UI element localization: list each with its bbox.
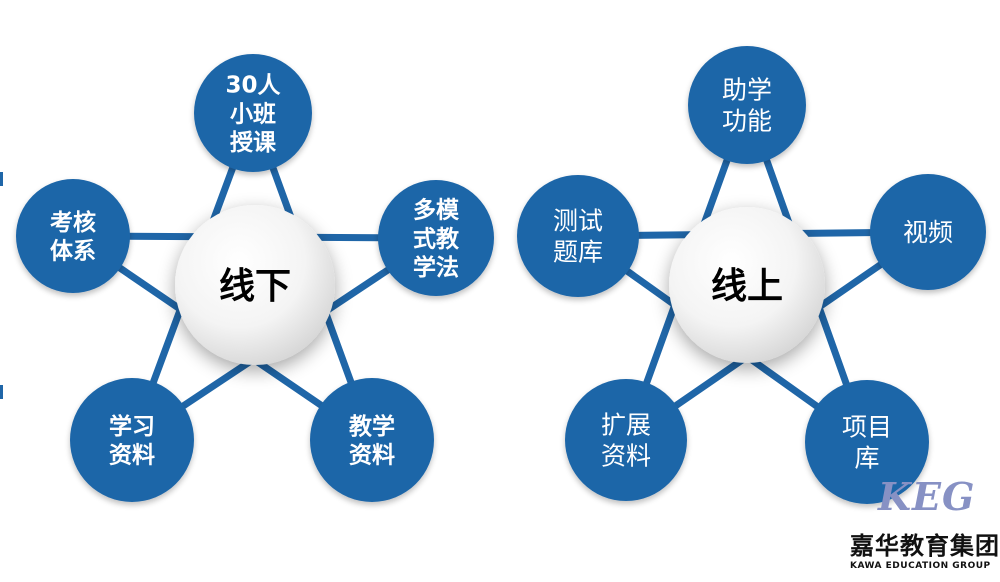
center-label: 线上 [711, 266, 783, 307]
node-circle [70, 378, 194, 502]
node-label: 资料 [349, 443, 395, 469]
node-label: 测试 [553, 206, 603, 235]
node-label: 助学 [722, 75, 772, 104]
node-label: 资料 [109, 443, 155, 469]
node-label: 库 [854, 444, 879, 473]
online-node-1: 视频 [870, 174, 986, 290]
online-node-2: 项目库 [805, 380, 929, 504]
node-label: 学习 [109, 413, 155, 440]
logo-name-cn: 嘉华教育集团 [850, 531, 1000, 560]
node-label: 题库 [553, 238, 603, 267]
node-label: 体系 [50, 239, 96, 265]
node-circle [517, 175, 639, 297]
center-circle [669, 207, 825, 363]
node-circle [870, 174, 986, 290]
node-circle [805, 380, 929, 504]
node-label: 项目 [842, 412, 892, 441]
node-label: 资料 [601, 442, 651, 471]
online-center: 线上 [669, 207, 825, 363]
node-circle [565, 379, 687, 501]
node-circle [310, 378, 434, 502]
kawa-logo: KEG 嘉华教育集团 KAWA EDUCATION GROUP [838, 470, 1000, 582]
node-label: 多模 [413, 197, 460, 224]
edge-marker [0, 172, 3, 186]
logo-name-en: KAWA EDUCATION GROUP [850, 561, 991, 571]
edge-marker [0, 385, 3, 399]
node-circle [688, 46, 806, 164]
node-circle [194, 54, 312, 172]
node-label: 功能 [722, 107, 772, 136]
node-label: 小班 [230, 101, 276, 127]
node-label: 30人 [225, 73, 281, 99]
node-label: 考核 [50, 209, 96, 236]
node-label: 式教 [413, 225, 460, 252]
center-circle [175, 205, 335, 365]
node-label: 教学 [349, 413, 395, 440]
node-circle [378, 180, 494, 296]
node-label: 学法 [413, 254, 459, 281]
node-label: 授课 [230, 130, 277, 156]
node-label: 扩展 [601, 410, 651, 439]
node-label: 视频 [903, 218, 953, 247]
offline-center: 线下 [175, 205, 335, 365]
logo-mark: KEG [878, 474, 976, 519]
node-circle [16, 179, 130, 293]
center-label: 线下 [219, 266, 291, 307]
